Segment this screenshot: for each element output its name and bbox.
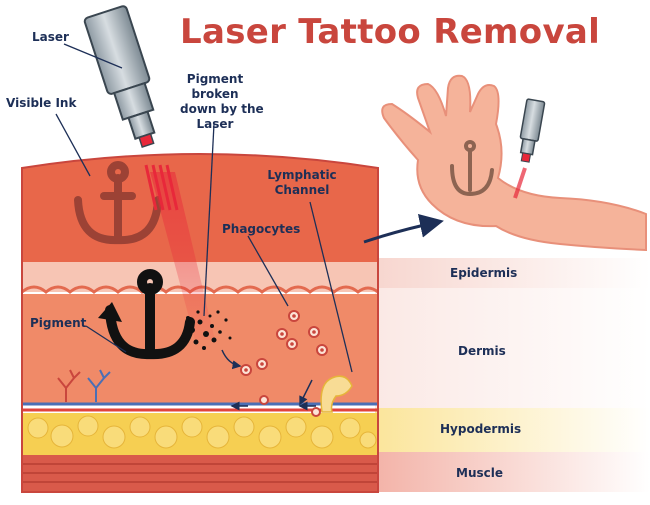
label-pigment-broken: Pigment broken down by the Laser bbox=[180, 72, 264, 132]
muscle-band-right bbox=[375, 452, 650, 492]
visible-ink-anchor bbox=[74, 161, 162, 245]
capillary-red bbox=[57, 369, 81, 402]
zoom-arrow bbox=[363, 213, 444, 244]
epidermis-band-right bbox=[375, 258, 650, 288]
laser-device bbox=[83, 5, 156, 148]
lymphatic-vessel bbox=[320, 375, 353, 413]
hand-illustration bbox=[381, 74, 647, 252]
dermis-band-right bbox=[375, 288, 650, 408]
phagocyte-cores bbox=[244, 314, 324, 372]
label-pigment-broken-line-1: Pigment bbox=[186, 72, 244, 86]
pigment-anchor-barb bbox=[98, 302, 122, 322]
laser-beam-deep bbox=[150, 172, 215, 340]
label-lymphatic-line-1: Lymphatic bbox=[267, 168, 337, 182]
laser-beam bbox=[144, 164, 179, 211]
label-laser: Laser bbox=[32, 30, 69, 44]
page-title: Laser Tattoo Removal bbox=[180, 12, 601, 52]
label-lymphatic-line-2: Channel bbox=[274, 183, 330, 197]
pigment-particles bbox=[182, 310, 232, 350]
muscle-fibers bbox=[22, 463, 378, 483]
layer-label-hypodermis: Hypodermis bbox=[440, 422, 522, 436]
capillary-blue bbox=[87, 369, 111, 402]
label-lymphatic-channel: Lymphatic Channel bbox=[262, 168, 342, 198]
layer-label-epidermis: Epidermis bbox=[450, 266, 518, 280]
label-pigment-broken-line-2: broken bbox=[191, 87, 239, 101]
label-pigment: Pigment bbox=[30, 316, 87, 330]
label-phagocytes: Phagocytes bbox=[222, 222, 301, 236]
hypodermis-band-right bbox=[375, 408, 650, 452]
layer-label-muscle: Muscle bbox=[456, 466, 503, 480]
label-pigment-broken-line-3: down by the bbox=[180, 102, 264, 116]
skin-surface bbox=[22, 154, 378, 262]
label-visible-ink: Visible Ink bbox=[6, 96, 77, 110]
flow-arrows bbox=[221, 349, 316, 411]
label-pigment-broken-line-4: Laser bbox=[196, 117, 234, 131]
skin-block-outline bbox=[21, 153, 379, 493]
fat-cells bbox=[27, 415, 377, 449]
layer-label-dermis: Dermis bbox=[458, 344, 506, 358]
leader-lines bbox=[55, 43, 353, 373]
